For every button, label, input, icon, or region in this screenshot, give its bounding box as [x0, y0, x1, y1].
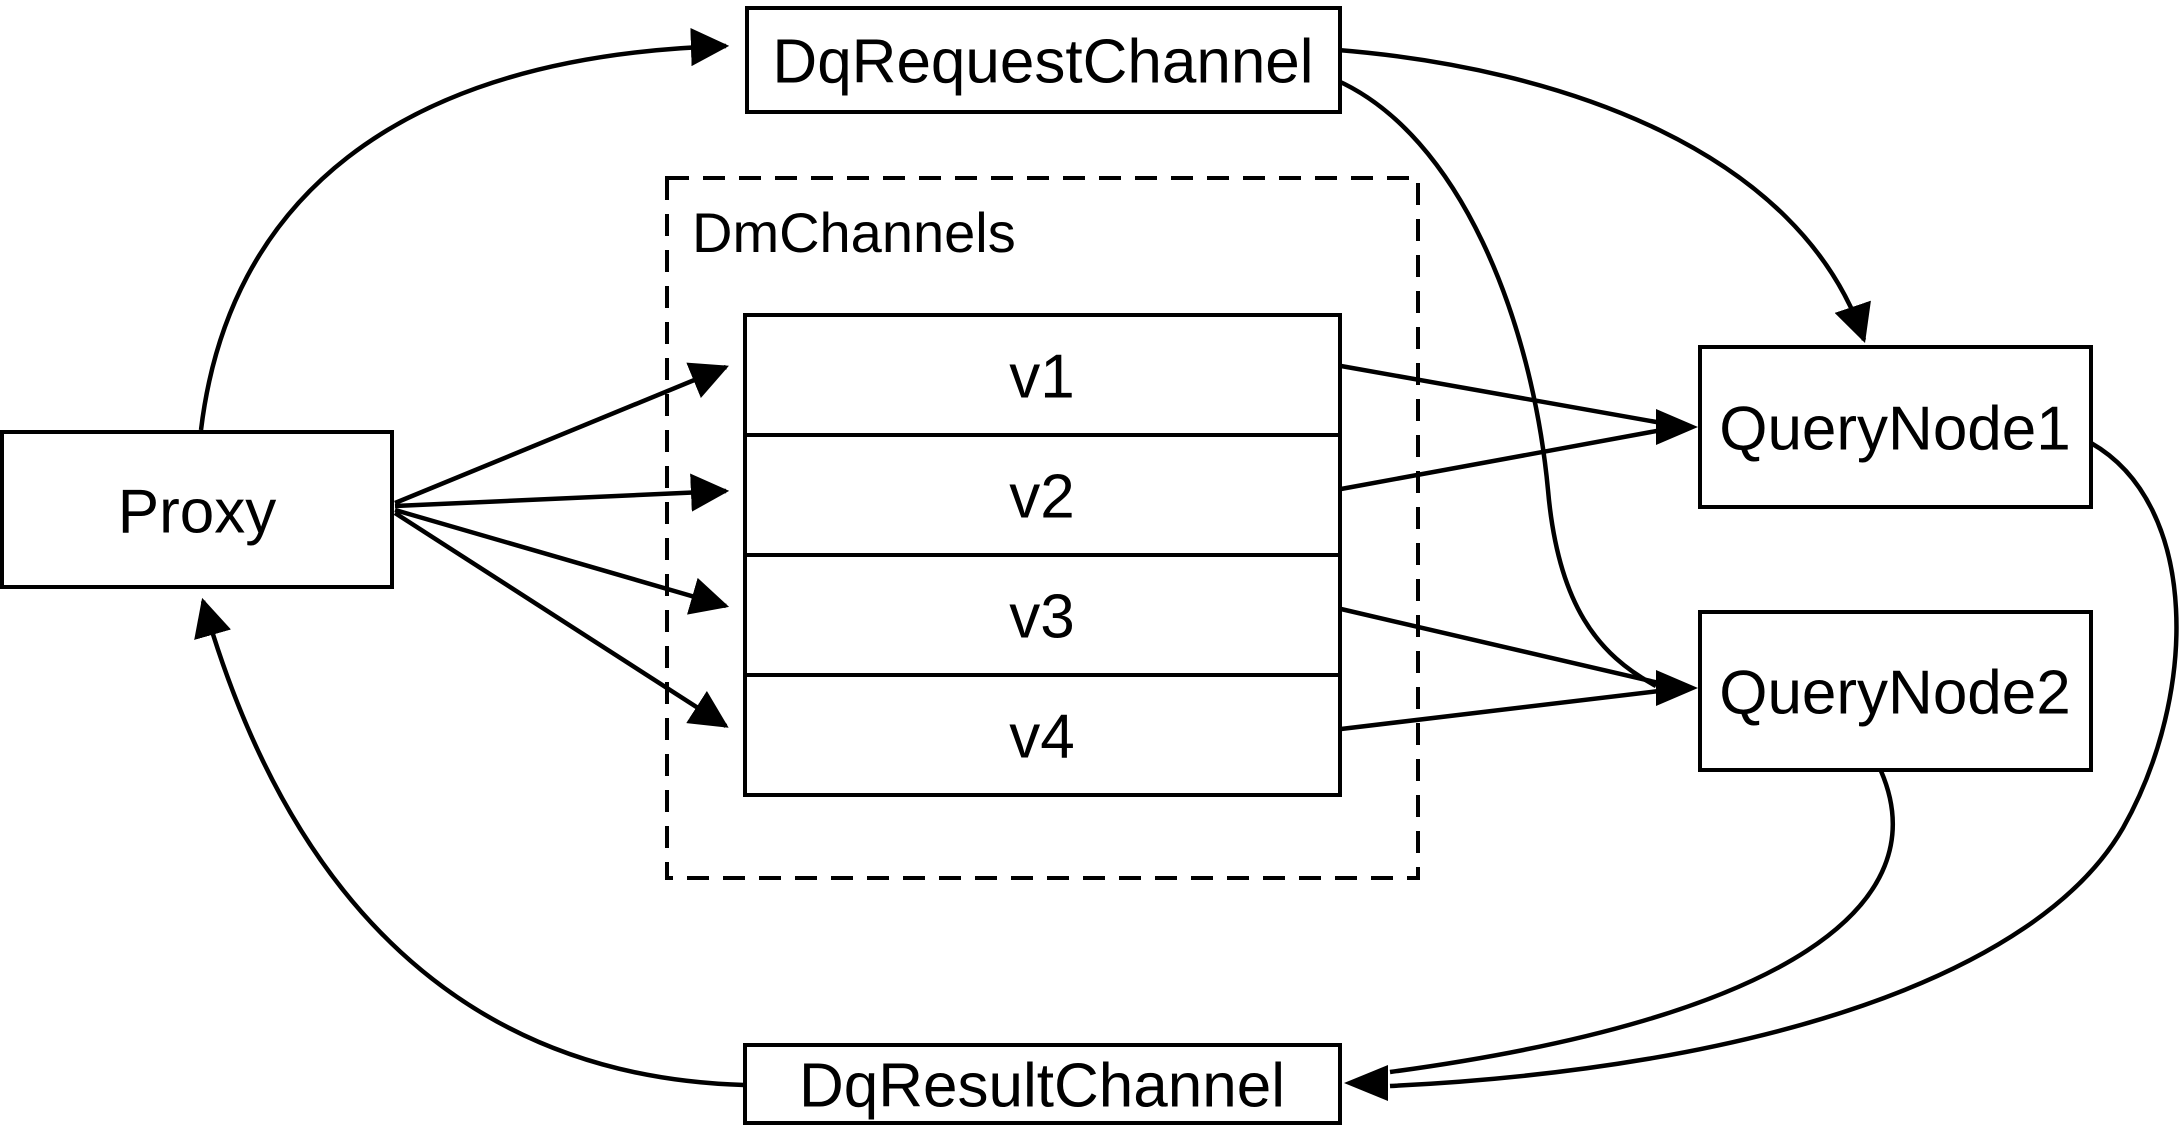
v4-channel-node: v4	[743, 673, 1342, 797]
edge-v4-to-querynode2	[1340, 688, 1660, 732]
arrowhead-dqresultchannel-right	[1344, 1065, 1388, 1101]
edge-proxy-to-v3	[394, 507, 730, 615]
querynode1-node: QueryNode1	[1698, 345, 2093, 509]
v2-channel-node: v2	[743, 433, 1342, 557]
edge-dqrequestchannel-to-querynode1	[1337, 47, 1871, 344]
dqresultchannel-box	[743, 1043, 1342, 1125]
v3-label: v3	[1009, 583, 1074, 652]
edge-proxy-to-dqrequestchannel	[198, 27, 730, 431]
querynode2-label: QueryNode2	[1719, 659, 2071, 728]
v1-box	[743, 313, 1342, 437]
edge-querynode1-to-dqresultchannel	[1389, 441, 2179, 1089]
querynode2-node: QueryNode2	[1698, 610, 2093, 772]
edge-v3-to-querynode2	[1340, 606, 1660, 686]
edge-dqrequestchannel-to-querynode2	[1335, 77, 1658, 688]
dqrequestchannel-node: DqRequestChannel	[745, 6, 1342, 114]
edge-querynode2-to-dqresultchannel	[1389, 770, 1895, 1075]
arrowhead-querynode1-left	[1656, 409, 1698, 445]
arrowhead-querynode2-left	[1656, 670, 1698, 706]
dqresultchannel-label: DqResultChannel	[799, 1052, 1285, 1121]
proxy-label: Proxy	[118, 478, 276, 547]
querynode2-box	[1698, 610, 2093, 772]
proxy-node: Proxy	[0, 430, 394, 589]
v4-label: v4	[1009, 703, 1074, 772]
dmchannels-group-label: DmChannels	[692, 201, 1016, 264]
edge-proxy-to-v4	[393, 511, 729, 728]
edge-proxy-to-v1	[394, 362, 729, 506]
v3-channel-node: v3	[743, 553, 1342, 677]
v4-box	[743, 673, 1342, 797]
dqresultchannel-node: DqResultChannel	[743, 1043, 1342, 1125]
edge-v2-to-querynode1	[1340, 427, 1663, 492]
v3-box	[743, 553, 1342, 677]
v2-box	[743, 433, 1342, 557]
edge-v1-to-querynode1	[1340, 363, 1663, 426]
edge-proxy-to-v2	[394, 473, 730, 512]
v1-channel-node: v1	[743, 313, 1342, 437]
querynode1-label: QueryNode1	[1719, 395, 2071, 464]
dqrequestchannel-box	[745, 6, 1342, 114]
v2-label: v2	[1009, 463, 1074, 532]
dqrequestchannel-label: DqRequestChannel	[772, 28, 1313, 97]
v1-label: v1	[1009, 343, 1074, 412]
proxy-box	[0, 430, 394, 589]
edge-dqresultchannel-to-proxy	[194, 597, 745, 1088]
dmchannels-group-box	[665, 176, 1420, 880]
querynode1-box	[1698, 345, 2093, 509]
